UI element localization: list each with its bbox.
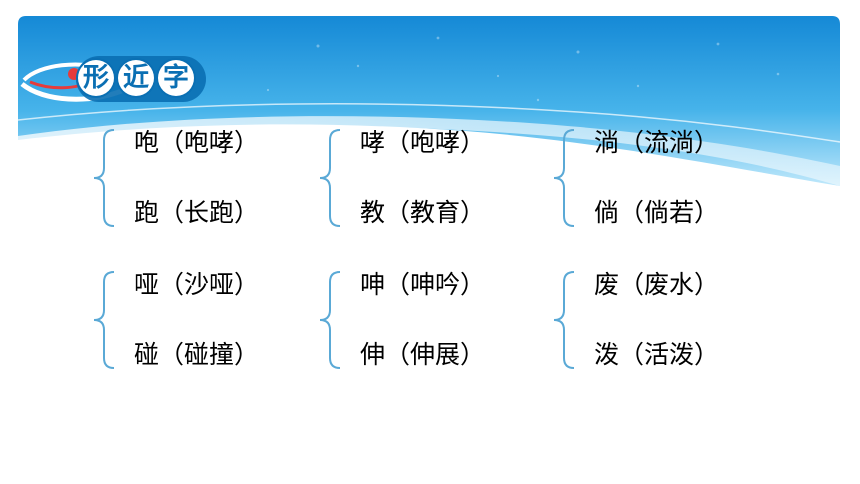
brace-icon [553, 129, 575, 227]
header-banner [18, 16, 840, 186]
brace-icon [319, 271, 341, 369]
title-char-1: 形 [78, 60, 114, 96]
char-entry: 伸（伸展） [360, 340, 486, 369]
title-char-3: 字 [158, 60, 194, 96]
char-entry: 跑（长跑） [134, 198, 260, 227]
brace-icon [93, 129, 115, 227]
char-pair-group: 淌（流淌） 倘（倘若） [550, 128, 760, 228]
char-entry: 教（教育） [360, 198, 486, 227]
char-entry: 倘（倘若） [594, 198, 720, 227]
char-pair-group: 咆（咆哮） 跑（长跑） [90, 128, 300, 228]
brace-icon [93, 271, 115, 369]
char-entry: 废（废水） [594, 270, 720, 299]
char-pair-group: 哮（咆哮） 教（教育） [316, 128, 526, 228]
char-entry: 泼（活泼） [594, 340, 720, 369]
banner-wave-graphic [18, 16, 840, 186]
char-pair-group: 废（废水） 泼（活泼） [550, 270, 760, 370]
char-pair-group: 哑（沙哑） 碰（碰撞） [90, 270, 300, 370]
char-entry: 咆（咆哮） [134, 128, 260, 157]
brace-icon [319, 129, 341, 227]
section-title: 形 近 字 [78, 60, 194, 98]
char-entry: 哑（沙哑） [134, 270, 260, 299]
char-entry: 碰（碰撞） [134, 340, 260, 369]
char-pair-group: 呻（呻吟） 伸（伸展） [316, 270, 526, 370]
char-entry: 哮（咆哮） [360, 128, 486, 157]
char-entry: 淌（流淌） [594, 128, 720, 157]
brace-icon [553, 271, 575, 369]
title-char-2: 近 [118, 60, 154, 96]
char-entry: 呻（呻吟） [360, 270, 486, 299]
